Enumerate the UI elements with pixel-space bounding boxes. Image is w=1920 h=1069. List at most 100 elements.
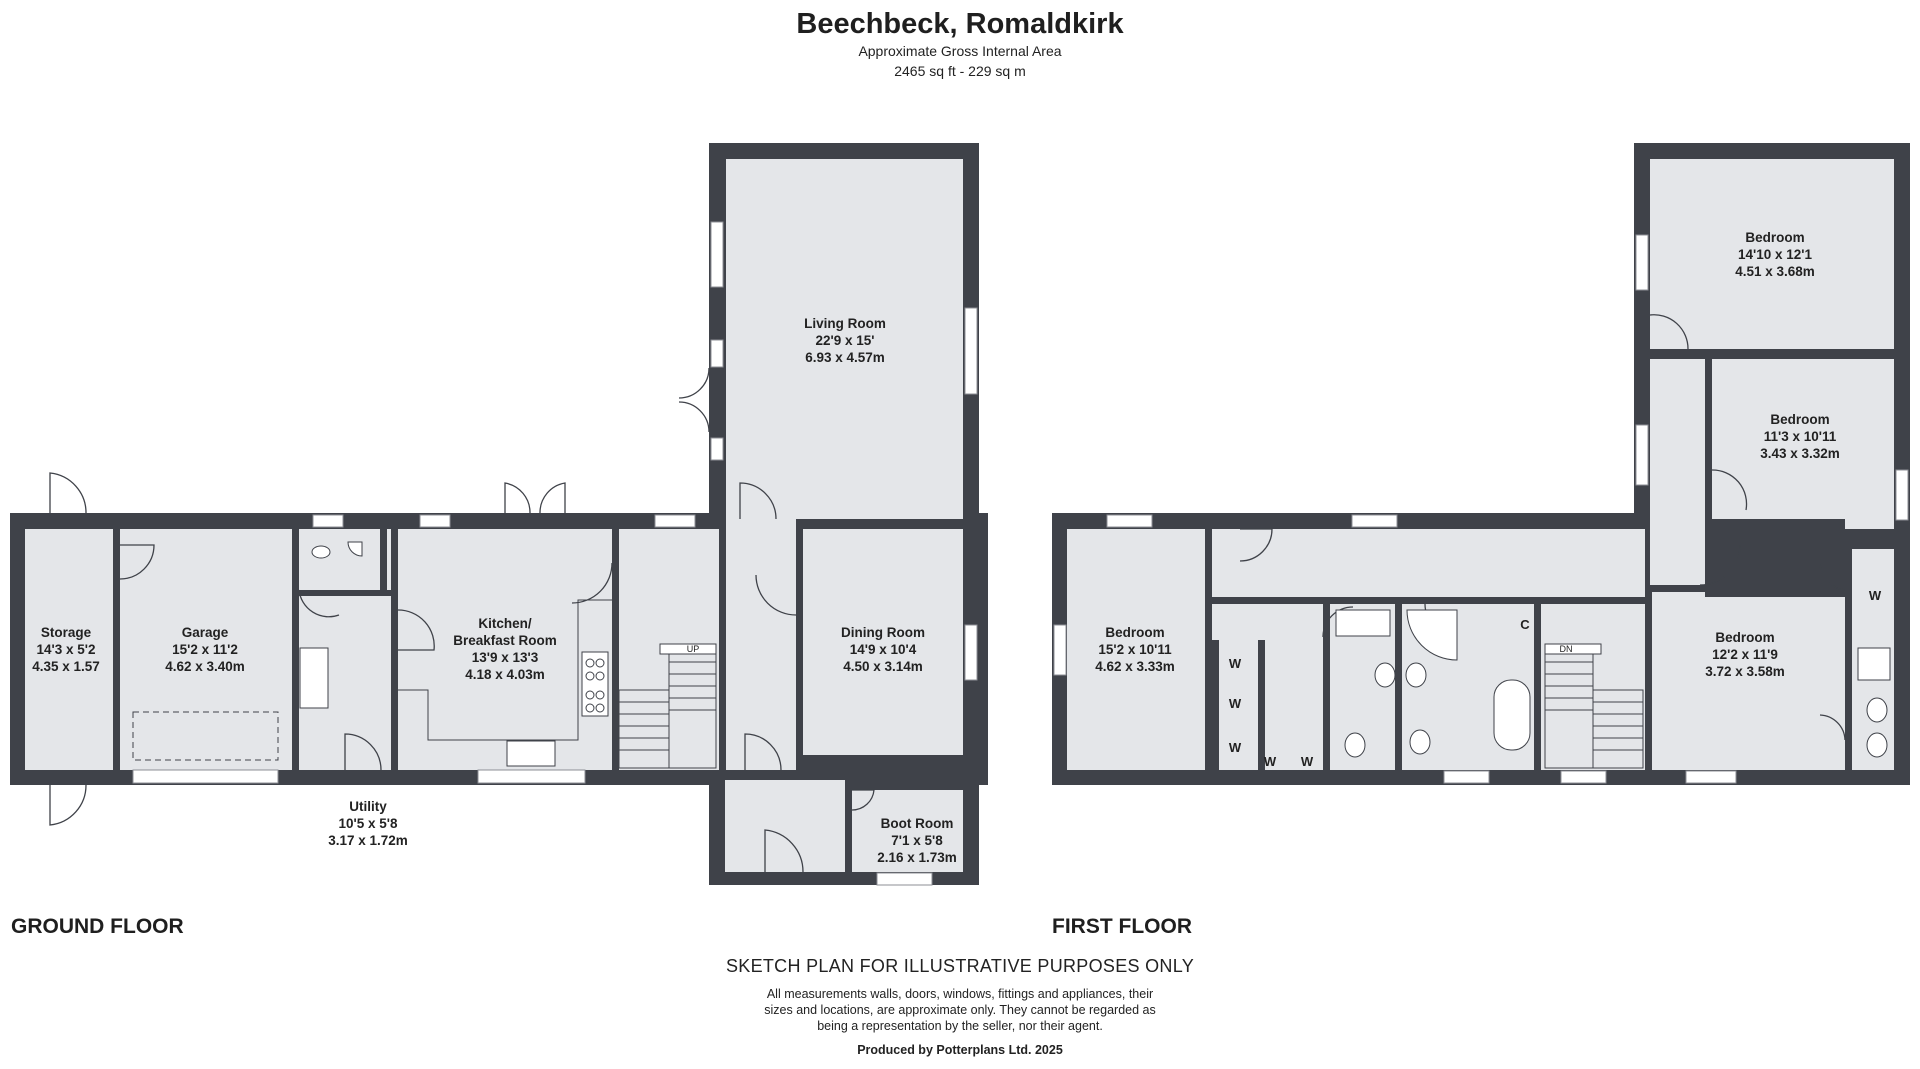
- first-stair-treads: [1545, 661, 1643, 751]
- boot-room-door: [851, 789, 875, 811]
- kitchen-label-line1: Kitchen/: [478, 616, 532, 631]
- living-room-metric: 6.93 x 4.57m: [805, 350, 885, 365]
- first-fitting-labels: W W W W W W C: [1229, 588, 1882, 769]
- wall-ensuite-bath: [1395, 597, 1402, 770]
- oven-ring-2: [595, 690, 605, 700]
- living-room-window-west: [710, 221, 724, 288]
- living-room-door: [739, 482, 777, 520]
- wall-corridor-bed2: [1705, 359, 1712, 529]
- bedroom-2-floor: [1712, 359, 1894, 529]
- landing-floor: [1205, 529, 1645, 597]
- boot-room-window: [876, 872, 933, 886]
- hob-ring-2: [595, 658, 605, 668]
- kitchen-window: [477, 769, 586, 784]
- hob-ring-4: [595, 671, 605, 681]
- ground-stairs: [618, 643, 717, 769]
- wall-bath-stairs: [1534, 597, 1541, 770]
- bedroom-3-metric: 4.62 x 3.33m: [1095, 659, 1175, 674]
- wall-storage-garage: [113, 529, 120, 770]
- dining-room-door: [755, 574, 797, 616]
- ground-fittings: [132, 541, 612, 767]
- ensuite-toilet: [1344, 732, 1366, 758]
- boot-room-metric: 2.16 x 1.73m: [877, 850, 957, 865]
- dining-room-window: [964, 624, 978, 681]
- bedroom-4-floor: [1652, 597, 1852, 770]
- wall-wc-utility: [299, 590, 391, 596]
- bedroom1-door: [1649, 314, 1689, 350]
- storage-metric: 4.35 x 1.57: [32, 659, 100, 674]
- freestanding-bath: [1493, 679, 1531, 751]
- kitchen-sink: [506, 740, 556, 767]
- stair-treads: [619, 661, 716, 751]
- stairs-down-label: DN: [1560, 644, 1573, 654]
- living-room-floor: [726, 159, 963, 519]
- utility-window: [312, 514, 344, 528]
- garage-label: Garage: [182, 625, 229, 640]
- garage-door: [119, 544, 155, 580]
- garage-window: [132, 769, 279, 784]
- wardrobe-block-wall-right: [1258, 640, 1265, 770]
- wc-toilet: [311, 545, 331, 559]
- bedroom4-door: [1699, 544, 1741, 586]
- hob-ring-3: [585, 671, 595, 681]
- living-room-window-east: [964, 307, 978, 395]
- living-room-window-west-small: [710, 339, 724, 368]
- bedroom-3-floor: [1067, 529, 1205, 770]
- disclaimer-line-2: sizes and locations, are approximate onl…: [764, 1003, 1156, 1017]
- disclaimer-text: All measurements walls, doors, windows, …: [0, 986, 1920, 1034]
- bedroom3-window-west: [1053, 624, 1067, 676]
- boot-room-floor: [852, 790, 963, 872]
- kitchen-metric: 4.18 x 4.03m: [465, 667, 545, 682]
- bedroom3-window-north: [1106, 514, 1153, 528]
- boot-room-label: Boot Room: [881, 816, 954, 831]
- bedroom-3-label: Bedroom: [1105, 625, 1164, 640]
- hob-ring-1: [585, 658, 595, 668]
- bed4-ensuite-basin: [1866, 697, 1888, 723]
- first-internal-walls: [1205, 349, 1894, 770]
- first-stairs-flight-b: [1592, 689, 1644, 769]
- bathroom-basin: [1405, 662, 1427, 688]
- first-room-labels: Bedroom 14'10 x 12'1 4.51 x 3.68m Bedroo…: [1095, 230, 1840, 679]
- garage-floor: [120, 529, 292, 770]
- dining-room-metric: 4.50 x 3.14m: [843, 659, 923, 674]
- disclaimer-line-1: All measurements walls, doors, windows, …: [766, 987, 1154, 1001]
- wall-landing-south: [1323, 597, 1545, 604]
- living-room-label: Living Room: [804, 316, 886, 331]
- utility-imperial: 10'5 x 5'8: [339, 816, 398, 831]
- page-title: Beechbeck, Romaldkirk: [796, 8, 1124, 40]
- stairs-up-label: UP: [687, 644, 700, 654]
- utility-door: [298, 589, 340, 618]
- wall-dining-south: [796, 755, 966, 765]
- first-windows: [1053, 234, 1909, 784]
- bedroom-4-label: Bedroom: [1715, 630, 1774, 645]
- wardrobe-block-wall: [1212, 640, 1219, 770]
- first-fittings: [1335, 609, 1891, 758]
- bedroom-1-label: Bedroom: [1745, 230, 1804, 245]
- kitchen-utility-door: [397, 609, 435, 651]
- wall-bedroom3-east: [1205, 529, 1212, 770]
- ensuite-basin: [1374, 662, 1396, 688]
- utility-external-door: [344, 733, 382, 771]
- ensuite-door: [1322, 606, 1354, 638]
- landing-window: [1351, 514, 1398, 528]
- first-floor-plan: DN W W W W W W C Bedroom 14'10 x 12'1 4.…: [1052, 143, 1910, 785]
- disclaimer-heading: SKETCH PLAN FOR ILLUSTRATIVE PURPOSES ON…: [725, 956, 1195, 976]
- porch-floor: [725, 780, 845, 872]
- stairs-window: [1560, 770, 1607, 784]
- bed4-ensuite-door: [1819, 714, 1846, 741]
- wall-hall-dining: [796, 529, 803, 755]
- area-caption: Approximate Gross Internal Area: [858, 43, 1062, 59]
- storage-door-south: [49, 784, 87, 826]
- storage-floor: [25, 529, 113, 770]
- wall-boot-room: [845, 780, 852, 872]
- wall-garage-utility: [292, 529, 299, 770]
- storage-label: Storage: [41, 625, 92, 640]
- bedroom-1-floor: [1650, 159, 1894, 349]
- wardrobe-label-4: W: [1264, 754, 1277, 769]
- ground-doors: [49, 367, 875, 873]
- porch-inner-door: [744, 733, 782, 771]
- corridor-window-west: [1635, 424, 1649, 486]
- dining-room-imperial: 14'9 x 10'4: [850, 642, 917, 657]
- bedroom-1-metric: 4.51 x 3.68m: [1735, 264, 1815, 279]
